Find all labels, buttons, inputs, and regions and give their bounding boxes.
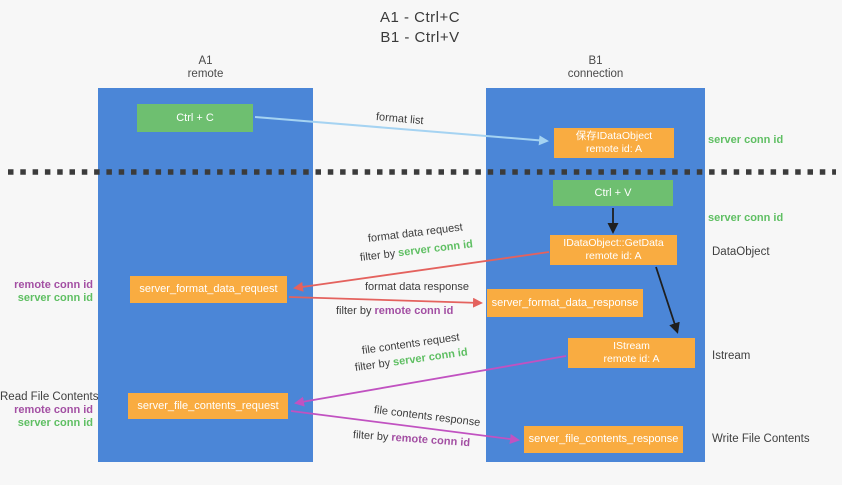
lane-a1-subtitle: remote bbox=[187, 68, 224, 80]
istream-line1: IStream bbox=[613, 340, 650, 352]
box-save-dataobject: 保存IDataObject remote id: A bbox=[554, 128, 674, 158]
istream-line2: remote id: A bbox=[603, 353, 660, 365]
label-format-list: format list bbox=[375, 111, 425, 128]
lane-header-b1: B1 connection bbox=[486, 55, 705, 81]
lane-header-a1: A1 remote bbox=[98, 55, 313, 81]
server-conn-id-text: server conn id bbox=[397, 238, 474, 260]
server-file-contents-response-label: server_file_contents_response bbox=[528, 433, 679, 445]
lane-a1-name: A1 bbox=[198, 55, 213, 67]
annotation-read-file-contents: Read File Contents bbox=[0, 391, 99, 403]
box-ctrl-v: Ctrl + V bbox=[553, 180, 673, 206]
save-dataobject-line2: remote id: A bbox=[585, 143, 643, 155]
annotation-server-conn-id-top: server conn id bbox=[708, 134, 784, 146]
save-dataobject-line1: 保存IDataObject bbox=[575, 130, 653, 142]
arrow-format-data-response bbox=[288, 296, 483, 308]
annotation-remote-conn-id-left-bottom: remote conn id bbox=[14, 404, 93, 416]
annotation-group-file-request: Read File Contents remote conn id server… bbox=[0, 391, 99, 430]
annotation-write-file-contents: Write File Contents bbox=[712, 433, 810, 445]
label-file-contents-response: file contents response bbox=[373, 404, 481, 429]
box-server-format-data-request: server_format_data_request bbox=[130, 276, 287, 303]
annotation-server-conn-id-left-top: server conn id bbox=[17, 292, 93, 304]
ctrl-v-label: Ctrl + V bbox=[594, 186, 632, 199]
box-server-file-contents-response: server_file_contents_response bbox=[524, 426, 683, 453]
box-server-file-contents-request: server_file_contents_request bbox=[128, 393, 288, 419]
getdata-line2: remote id: A bbox=[585, 250, 642, 262]
filter-by-text: filter by bbox=[336, 305, 372, 317]
lane-b1-name: B1 bbox=[588, 55, 603, 67]
server-format-data-request-label: server_format_data_request bbox=[139, 283, 278, 295]
annotation-remote-conn-id-left-top: remote conn id bbox=[14, 279, 93, 291]
box-server-format-data-response: server_format_data_response bbox=[487, 289, 643, 317]
annotation-group-format-request: remote conn id server conn id bbox=[0, 279, 93, 305]
lane-b1-subtitle: connection bbox=[567, 68, 624, 80]
title-line-2: B1 - Ctrl+V bbox=[380, 29, 460, 46]
getdata-line1: IDataObject::GetData bbox=[563, 237, 664, 249]
annotation-server-conn-id-left-bottom: server conn id bbox=[17, 417, 93, 429]
remote-conn-id-text: remote conn id bbox=[390, 431, 471, 450]
diagram-title: A1 - Ctrl+C B1 - Ctrl+V bbox=[330, 8, 510, 48]
annotation-dataobject: DataObject bbox=[712, 246, 770, 258]
label-format-data-response: format data response bbox=[365, 281, 469, 293]
filter-by-text: filter by bbox=[359, 247, 396, 264]
filter-by-text: filter by bbox=[352, 429, 389, 444]
ctrl-c-label: Ctrl + C bbox=[176, 111, 214, 124]
box-ctrl-c: Ctrl + C bbox=[137, 104, 253, 132]
annotation-istream: Istream bbox=[712, 350, 751, 362]
filter-by-text: filter by bbox=[354, 357, 391, 374]
box-istream: IStream remote id: A bbox=[568, 338, 695, 368]
server-format-data-response-label: server_format_data_response bbox=[491, 296, 639, 309]
server-file-contents-request-label: server_file_contents_request bbox=[137, 399, 279, 412]
title-line-1: A1 - Ctrl+C bbox=[379, 9, 461, 26]
box-idataobject-getdata: IDataObject::GetData remote id: A bbox=[550, 235, 677, 265]
annotation-server-conn-id-mid: server conn id bbox=[708, 212, 784, 224]
remote-conn-id-text: remote conn id bbox=[374, 305, 454, 317]
